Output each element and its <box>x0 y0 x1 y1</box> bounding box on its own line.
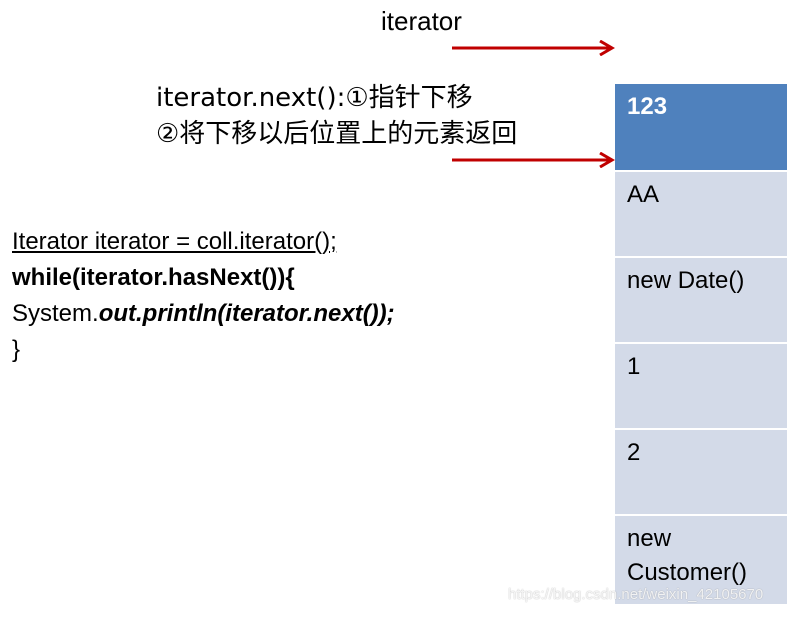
iterator-label: iterator <box>381 6 462 36</box>
code-line-3-suffix: out.println(iterator.next()); <box>98 300 395 327</box>
collection-cell: AA <box>615 172 787 258</box>
description-line-1: iterator.next():①指针下移 <box>156 83 473 113</box>
collection-cell: new Date() <box>615 258 787 344</box>
code-line-3: System.out.println(iterator.next()); <box>12 296 395 332</box>
collection-cell: 2 <box>615 430 787 516</box>
arrow-right-icon <box>452 40 615 56</box>
arrow-right-icon <box>452 152 615 168</box>
collection-list: 123 AA new Date() 1 2 new Customer() <box>615 84 787 604</box>
code-line-1: Iterator iterator = coll.iterator(); <box>12 228 337 255</box>
watermark: https://blog.csdn.net/weixin_42105670 <box>508 586 764 603</box>
code-line-2: while(iterator.hasNext()){ <box>12 264 295 291</box>
code-line-3-prefix: System. <box>12 300 99 327</box>
next-description: iterator.next():①指针下移 ②将下移以后位置上的元素返回 <box>156 80 517 152</box>
collection-cell: new Customer() <box>615 516 787 604</box>
code-snippet: Iterator iterator = coll.iterator(); whi… <box>12 224 395 368</box>
description-line-2: ②将下移以后位置上的元素返回 <box>156 119 518 149</box>
collection-cell: 1 <box>615 344 787 430</box>
collection-cell: 123 <box>615 84 787 172</box>
code-line-4: } <box>12 336 21 363</box>
